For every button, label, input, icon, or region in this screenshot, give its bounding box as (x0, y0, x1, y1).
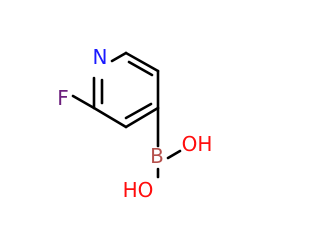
atom-labels: N F B OH HO (57, 45, 212, 202)
bond-c3-c2 (92, 106, 128, 129)
bond-c4-c3-inner (124, 102, 153, 120)
atom-label-fluorine: F (57, 86, 69, 110)
atom-label-hydroxyl-bottom: HO (123, 178, 154, 202)
bond-b-oh (166, 149, 182, 160)
atom-label-nitrogen: N (93, 45, 108, 69)
bond-lines (71, 51, 182, 179)
atom-label-boron: B (150, 144, 164, 168)
bond-n-c6 (110, 51, 128, 63)
bond-c4-c3 (124, 106, 160, 129)
molecule-structure-diagram: N F B OH HO (57, 45, 212, 202)
bond-c2-f (71, 94, 96, 110)
atom-label-hydroxyl-right: OH (182, 132, 213, 156)
bond-c6-c5 (124, 51, 160, 73)
bond-c6-c5-inner (127, 60, 154, 77)
